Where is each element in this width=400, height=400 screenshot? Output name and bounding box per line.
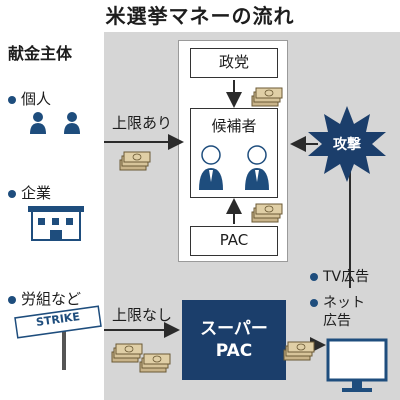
- donor-individual-label: 個人: [21, 90, 52, 108]
- donor-business-label: 企業: [21, 184, 52, 202]
- media-tv-label: TV広告: [323, 269, 370, 285]
- attack-label: 攻撃: [333, 137, 361, 153]
- money-icon: [139, 353, 171, 373]
- media-net: ネット 広告: [310, 294, 365, 330]
- flow-label-no-limit: 上限なし: [112, 306, 173, 324]
- bullet-icon: [8, 295, 16, 304]
- media-tv: TV広告: [310, 268, 369, 286]
- money-icon: [119, 151, 151, 171]
- super-pac-label-line1: スーパー: [200, 319, 268, 339]
- bullet-icon: [310, 273, 318, 281]
- media-net-label-line1: ネット: [323, 295, 365, 311]
- party-box: 政党: [190, 48, 278, 78]
- super-pac-box: スーパー PAC: [182, 300, 286, 380]
- media-net-label-line2: 広告: [323, 313, 351, 329]
- donor-unions-label: 労組など: [21, 290, 82, 308]
- strike-sign-icon: [14, 305, 102, 370]
- donor-individual: 個人: [8, 88, 51, 109]
- money-icon: [251, 203, 283, 223]
- bullet-icon: [8, 95, 16, 104]
- flow-label-with-limit: 上限あり: [112, 114, 173, 132]
- attack-burst-icon: [308, 106, 386, 182]
- money-icon: [251, 87, 283, 107]
- super-pac-label-line2: PAC: [215, 341, 253, 361]
- candidate-icon: [199, 145, 223, 190]
- money-icon: [111, 343, 143, 363]
- candidate-icon: [245, 145, 269, 190]
- bullet-icon: [8, 189, 16, 198]
- money-icon: [283, 341, 315, 361]
- person-icon: [64, 112, 80, 134]
- monitor-icon: [326, 338, 388, 392]
- donors-heading: 献金主体: [8, 44, 73, 63]
- donor-business: 企業: [8, 182, 51, 203]
- donor-unions: 労組など: [8, 288, 81, 309]
- candidate-label: 候補者: [211, 117, 257, 135]
- bullet-icon: [310, 299, 318, 307]
- building-icon: [28, 206, 84, 241]
- pac-box: PAC: [190, 226, 278, 256]
- diagram-title: 米選挙マネーの流れ: [0, 0, 400, 32]
- person-icon: [30, 112, 46, 134]
